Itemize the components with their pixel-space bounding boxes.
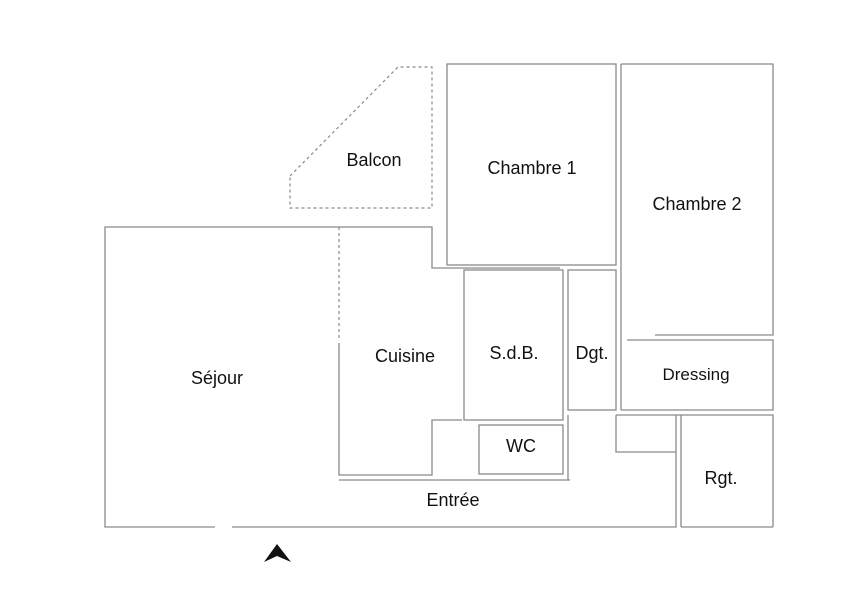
- label-rgt: Rgt.: [704, 468, 737, 488]
- dgt-walls: [567, 269, 617, 411]
- rgt-walls: [680, 415, 773, 528]
- entree-inner-walls: [567, 415, 676, 480]
- label-chambre1: Chambre 1: [487, 158, 576, 178]
- balcon-outline: [289, 66, 433, 209]
- north-arrow-icon: [264, 544, 291, 562]
- label-dgt: Dgt.: [575, 343, 608, 363]
- chambre2-walls: [620, 63, 774, 410]
- label-balcon: Balcon: [346, 150, 401, 170]
- label-chambre2: Chambre 2: [652, 194, 741, 214]
- label-cuisine: Cuisine: [375, 346, 435, 366]
- sejour-walls: [104, 226, 560, 528]
- sdb-walls: [463, 269, 564, 421]
- cuisine-walls: [338, 343, 570, 481]
- label-sdb: S.d.B.: [489, 343, 538, 363]
- dressing-walls: [621, 339, 774, 411]
- entree-walls: [232, 414, 774, 528]
- chambre1-walls: [446, 63, 617, 266]
- label-dressing: Dressing: [662, 365, 729, 384]
- label-entree: Entrée: [426, 490, 479, 510]
- label-wc: WC: [506, 436, 536, 456]
- wc-walls: [478, 424, 564, 475]
- label-sejour: Séjour: [191, 368, 243, 388]
